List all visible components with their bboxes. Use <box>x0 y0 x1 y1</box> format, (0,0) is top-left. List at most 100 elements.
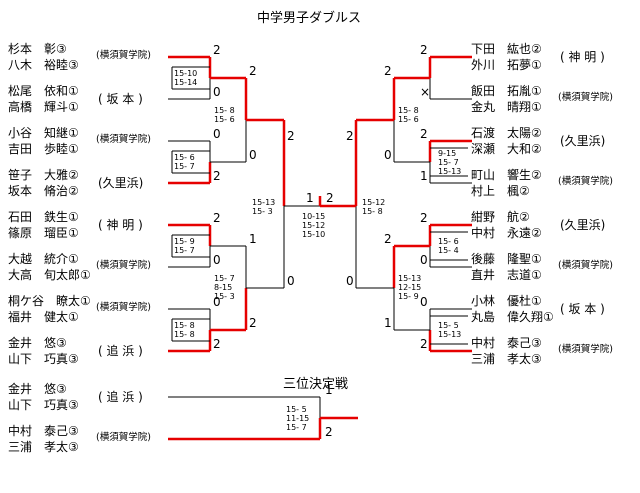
right-r1-top-result: 2 <box>420 127 428 141</box>
third-place-title: 三位決定戦 <box>283 377 349 392</box>
left-r1-scores: 15-10 15-14 <box>174 69 198 87</box>
left-r1-bottom-result: 2 <box>213 337 221 351</box>
right-sf-top-result: 2 <box>346 129 354 143</box>
left-r1-scores: 15- 8 15- 8 <box>174 321 195 339</box>
right-pair-player2: 直井 志道① <box>471 268 542 282</box>
final-left-result: 1 <box>306 191 314 205</box>
right-r1-bottom-result: 1 <box>420 169 428 183</box>
left-pair-player1: 桐ケ谷 瞭太① <box>8 294 91 308</box>
left-r2-scores: 15- 7 8-15 15- 3 <box>214 274 235 301</box>
right-r2-scores: 15- 8 15- 6 <box>398 106 419 124</box>
left-sf-scores: 15-13 15- 3 <box>252 198 276 216</box>
left-pair-player2: 大高 旬太郎① <box>8 268 91 282</box>
right-r2-top-result: 2 <box>384 232 392 246</box>
left-pair-player2: 高橋 輝斗① <box>8 100 79 114</box>
left-pair-school: (横須賀学院) <box>96 302 151 313</box>
left-pair-school: (横須賀学院) <box>96 134 151 145</box>
left-r1-top-result: 2 <box>213 43 221 57</box>
right-pair-player2: 外川 拓夢① <box>471 58 542 72</box>
left-pair-school: ( 坂 本 ) <box>98 92 143 106</box>
left-pair-school: (久里浜) <box>98 176 144 190</box>
right-pair-player1: 紺野 航② <box>471 210 530 224</box>
left-pair-player2: 篠原 瑠臣① <box>8 226 79 240</box>
left-r2-bottom-result: 0 <box>249 148 257 162</box>
right-r1-scores: 15- 5 15-13 <box>438 321 462 339</box>
right-pair-player2: 中村 永遠② <box>471 226 542 240</box>
right-r1-bottom-result: 0 <box>420 253 428 267</box>
right-pair-school: ( 坂 本 ) <box>560 302 605 316</box>
left-sf-top-result: 2 <box>287 129 295 143</box>
right-r1-top-result: 0 <box>420 295 428 309</box>
right-sf-bottom-result: 0 <box>346 274 354 288</box>
left-r1-top-result: 0 <box>213 295 221 309</box>
left-pair-school: (横須賀学院) <box>96 50 151 61</box>
right-pair-player1: 小林 優杜① <box>471 294 542 308</box>
left-r1-bottom-result: 0 <box>213 253 221 267</box>
left-pair-player1: 小谷 知継① <box>8 126 79 140</box>
third-pair-player1: 中村 泰己③ <box>8 424 79 438</box>
third-pair-school: ( 追 浜 ) <box>98 390 143 404</box>
right-r1-scores: 15- 6 15- 4 <box>438 237 459 255</box>
right-r2-scores: 15-13 12-15 15- 9 <box>398 274 422 301</box>
right-pair-player1: 飯田 拓胤① <box>471 84 542 98</box>
left-pair-player2: 坂本 脩治② <box>8 184 79 198</box>
third-bottom-result: 2 <box>325 425 333 439</box>
page-title: 中学男子ダブルス <box>257 11 362 26</box>
left-pair-school: ( 追 浜 ) <box>98 344 143 358</box>
right-sf-scores: 15-12 15- 8 <box>362 198 386 216</box>
left-pair-player1: 大越 統介① <box>8 252 79 266</box>
left-pair-player1: 松尾 依和① <box>8 84 79 98</box>
final-scores: 10-15 15-12 15-10 <box>302 212 326 239</box>
right-pair-player2: 村上 楓② <box>471 184 530 198</box>
right-pair-school: ( 神 明 ) <box>560 50 605 64</box>
third-scores: 15- 5 11-15 15- 7 <box>286 405 310 432</box>
right-r2-bottom-result: 1 <box>384 316 392 330</box>
right-r1-top-result: 2 <box>420 211 428 225</box>
left-r1-bottom-result: 0 <box>213 85 221 99</box>
right-pair-player1: 下田 紘也② <box>471 42 542 56</box>
right-pair-player2: 三浦 孝太③ <box>471 352 542 366</box>
left-r2-top-result: 1 <box>249 232 257 246</box>
left-pair-school: (横須賀学院) <box>96 260 151 271</box>
left-pair-player2: 八木 裕睦③ <box>8 58 79 72</box>
left-pair-player2: 福井 健太① <box>8 310 79 324</box>
right-r1-top-result: 2 <box>420 43 428 57</box>
left-sf-bottom-result: 0 <box>287 274 295 288</box>
right-pair-school: (横須賀学院) <box>558 92 613 103</box>
right-r2-bottom-result: 0 <box>384 148 392 162</box>
right-r2-top-result: 2 <box>384 64 392 78</box>
right-r1-scores: 9-15 15- 7 15-13 <box>438 149 462 176</box>
third-pair-player1: 金井 悠③ <box>8 382 67 396</box>
left-pair-player2: 山下 巧真③ <box>8 352 79 366</box>
right-pair-school: (横須賀学院) <box>558 344 613 355</box>
right-pair-school: (久里浜) <box>560 134 606 148</box>
right-r1-bottom-result: × <box>420 85 431 99</box>
right-pair-player1: 石渡 太陽② <box>471 126 542 140</box>
left-r1-scores: 15- 9 15- 7 <box>174 237 195 255</box>
third-pair-player2: 三浦 孝太③ <box>8 440 79 454</box>
third-pair-school: (横須賀学院) <box>96 432 151 443</box>
right-pair-player2: 金丸 晴翔① <box>471 100 542 114</box>
left-r2-top-result: 2 <box>249 64 257 78</box>
right-pair-school: (横須賀学院) <box>558 260 613 271</box>
third-pair-player2: 山下 巧真③ <box>8 398 79 412</box>
left-r1-top-result: 2 <box>213 211 221 225</box>
left-pair-player1: 石田 鉄生① <box>8 210 79 224</box>
left-pair-school: ( 神 明 ) <box>98 218 143 232</box>
right-pair-player2: 深瀬 大和② <box>471 142 542 156</box>
left-pair-player1: 笹子 大雅② <box>8 168 79 182</box>
left-r2-scores: 15- 8 15- 6 <box>214 106 235 124</box>
left-pair-player2: 吉田 歩睦① <box>8 142 79 156</box>
right-pair-player2: 丸島 偉久翔① <box>471 310 554 324</box>
final-right-result: 2 <box>326 191 334 205</box>
left-pair-player1: 杉本 彰③ <box>8 42 67 56</box>
right-pair-school: (久里浜) <box>560 218 606 232</box>
right-r1-bottom-result: 2 <box>420 337 428 351</box>
left-r1-top-result: 0 <box>213 127 221 141</box>
left-r2-bottom-result: 2 <box>249 316 257 330</box>
third-top-result: 1 <box>325 383 333 397</box>
right-pair-player1: 後藤 隆聖① <box>471 252 542 266</box>
left-r1-bottom-result: 2 <box>213 169 221 183</box>
